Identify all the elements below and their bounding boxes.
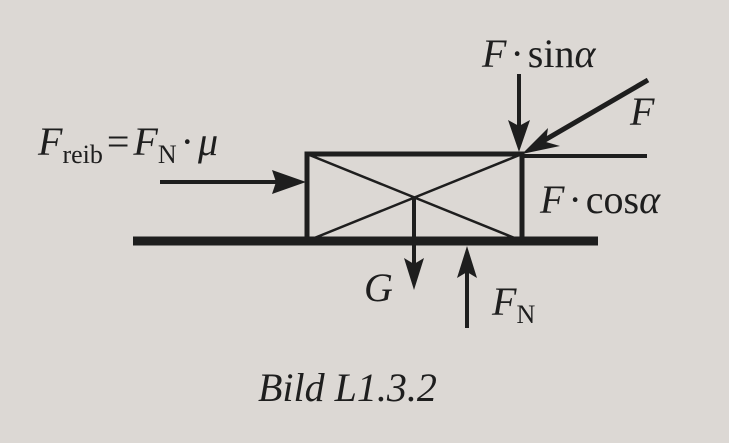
label-f-sin-symbol: F	[482, 31, 507, 76]
label-f-reib-eq: =	[106, 119, 130, 164]
label-f-sin: F·sinα	[482, 34, 595, 74]
label-fn-subscript: N	[516, 300, 536, 329]
label-f-reib-subscript: reib	[62, 140, 103, 169]
f-arrowhead	[522, 128, 560, 154]
label-g-symbol: G	[364, 265, 393, 310]
label-f-cos: F·cosα	[540, 180, 660, 220]
label-g: G	[364, 268, 393, 308]
f-arrow	[536, 77, 650, 147]
label-f-cos-func: cos	[585, 177, 640, 222]
label-f-reib-rhs-subscript: N	[157, 140, 177, 169]
g-arrowhead	[404, 258, 424, 290]
label-f: F	[630, 92, 654, 132]
label-f-reib-op: ·	[180, 119, 194, 164]
fn-arrowhead	[457, 246, 477, 278]
label-f-reib: Freib=FN·μ	[38, 119, 219, 168]
label-f-sin-func: sin	[527, 31, 575, 76]
label-fn: FN	[492, 279, 535, 328]
label-f-reib-rhs-symbol: F	[133, 119, 158, 164]
block-diagonal-2	[306, 152, 523, 243]
label-f-cos-symbol: F	[540, 177, 565, 222]
label-f-sin-angle: α	[574, 31, 596, 76]
label-fn-symbol: F	[492, 279, 517, 324]
figure-caption: Bild L1.3.2	[258, 365, 437, 410]
label-f-sin-op: ·	[510, 31, 524, 76]
f-sin-arrowhead	[508, 120, 530, 152]
friction-arrowhead	[272, 170, 306, 194]
label-f-reib-mu: μ	[197, 119, 219, 164]
label-f-reib-symbol: F	[38, 119, 63, 164]
label-f-cos-angle: α	[639, 177, 661, 222]
label-f-cos-op: ·	[568, 177, 582, 222]
label-f-symbol: F	[630, 89, 655, 134]
